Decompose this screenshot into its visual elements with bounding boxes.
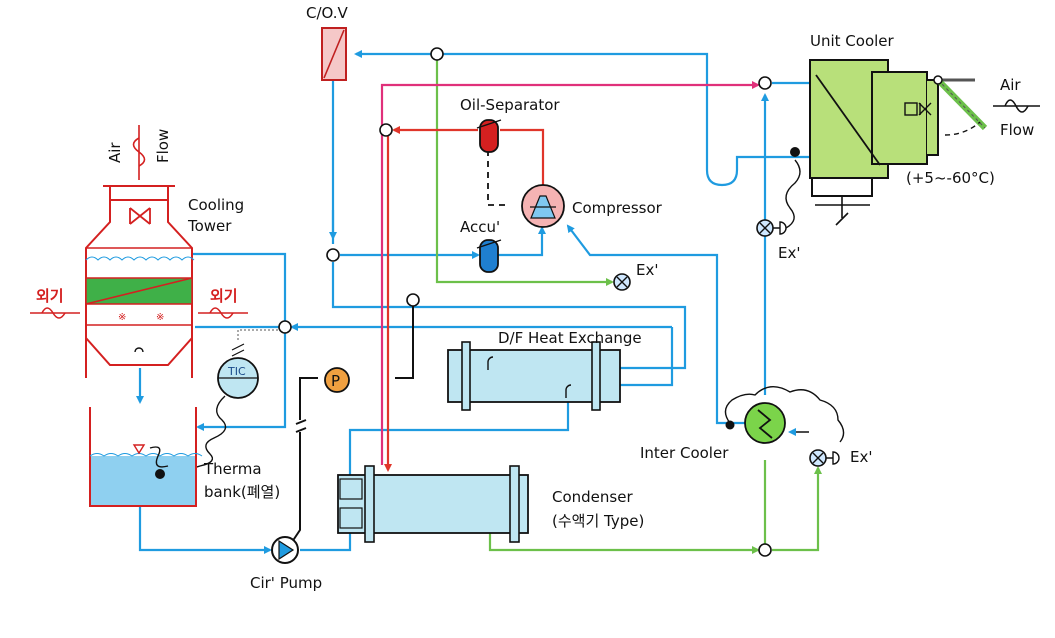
cooling-tower-label: Cooling [188,196,244,214]
ex-3-label: Ex' [850,448,872,466]
therma-bank: Therma bank(폐열) [89,407,280,507]
flow-left-label: Flow [154,129,172,163]
unit-cooler-label: Unit Cooler [810,32,895,50]
condenser-label: Condenser [552,488,633,506]
flow-right-label: Flow [1000,121,1034,139]
circulation-pump: Cir' Pump [250,536,322,592]
therma-label: Therma [203,460,262,478]
pressure-pump: P [324,367,350,393]
accu-label: Accu' [460,218,500,236]
df-heat-exchanger: D/F Heat Exchange [447,329,642,411]
air-right-label: Air [1000,76,1021,94]
inter-cooler-label: Inter Cooler [640,444,729,462]
compressor: Compressor [521,184,663,228]
inter-cooler: Inter Cooler [640,386,845,462]
junction-nodes [278,47,772,557]
cooling-tower-label-2: Tower [187,217,232,235]
expansion-valve-1: Ex' [613,261,658,291]
expansion-valve-2: Ex' [756,147,801,262]
condenser: Condenser (수액기 Type) [337,465,644,543]
compressor-label: Compressor [572,199,663,217]
therma-bank-label: bank(폐열) [204,483,280,501]
svg-text:※: ※ [118,312,126,323]
temperature-controller: TIC [169,343,259,471]
oil-separator-label: Oil-Separator [460,96,560,114]
svg-text:※: ※ [156,312,164,323]
outside-air-left-label: 외기 [36,287,64,305]
tic-label: TIC [227,365,246,378]
outside-air-right-label: 외기 [210,287,238,305]
ex-2-label: Ex' [778,244,800,262]
discharge-lines [380,81,760,472]
expansion-valve-3: Ex' [809,448,872,467]
cov-label: C/O.V [306,4,348,22]
ex-1-label: Ex' [636,261,658,279]
cir-pump-label: Cir' Pump [250,574,322,592]
oil-separator: Oil-Separator [460,96,560,153]
cooling-tower: ※ ※ Cooling Tower [85,185,244,378]
pump-p-label: P [331,372,340,390]
df-heat-exchange-label: D/F Heat Exchange [498,329,642,347]
accumulator: Accu' [460,218,502,273]
air-flow-right: Air Flow [993,76,1040,139]
condenser-type-label: (수액기 Type) [552,512,644,530]
air-left-label: Air [106,142,124,163]
outside-air-left: 외기 [30,287,80,319]
temp-range-label: (+5~-60°C) [906,169,995,187]
air-flow-left: Air Flow [106,125,172,180]
unit-cooler: Unit Cooler (+5~-60°C) [809,32,995,226]
water-lines [90,50,817,554]
changeover-valve: C/O.V [306,4,348,81]
outside-air-right: 외기 [198,287,248,319]
